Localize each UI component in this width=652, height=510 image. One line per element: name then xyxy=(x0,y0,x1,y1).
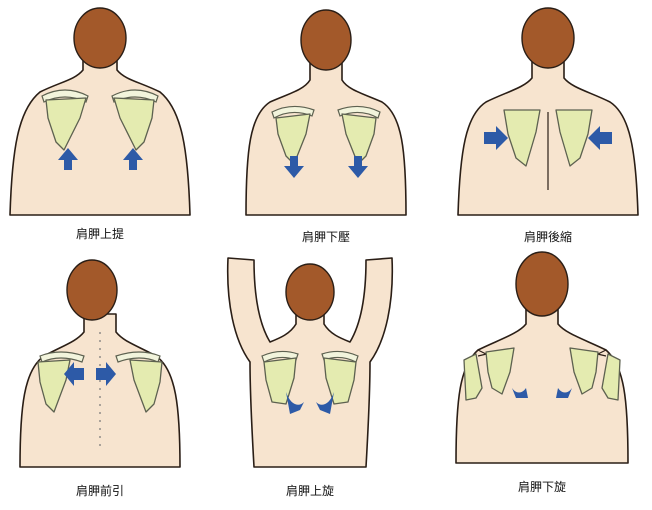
panel-scapular-downward-rotation: 肩胛下旋 xyxy=(442,248,642,503)
panel-scapular-depression: 肩胛下壓 xyxy=(226,0,426,255)
scapular-upward-rotation-illustration xyxy=(226,257,394,468)
caption: 肩胛下旋 xyxy=(517,480,566,494)
left-rotation-arrow xyxy=(512,388,528,398)
scapular-protraction-illustration xyxy=(19,259,181,468)
right-scapula xyxy=(569,347,599,395)
right-scapula xyxy=(113,97,155,151)
left-inward-arrow xyxy=(484,126,508,150)
torso xyxy=(9,55,191,216)
left-scapula xyxy=(263,357,297,405)
right-rotation-arrow xyxy=(316,392,334,414)
right-rotation-arrow xyxy=(556,388,572,398)
scapular-elevation-illustration xyxy=(9,7,191,216)
panel-scapular-protraction: 肩胛前引 xyxy=(0,252,200,507)
right-down-arrow xyxy=(348,156,368,178)
left-scapula xyxy=(45,97,87,151)
head xyxy=(285,263,335,321)
right-scapula xyxy=(323,357,357,405)
caption: 肩胛上提 xyxy=(75,227,124,241)
scapular-depression-illustration xyxy=(245,9,407,216)
right-inward-arrow xyxy=(588,126,612,150)
left-clavicle xyxy=(271,105,315,119)
left-outward-arrow xyxy=(64,362,84,386)
left-scapula xyxy=(485,347,515,395)
scapular-downward-rotation-illustration xyxy=(455,251,629,464)
left-up-arrow xyxy=(58,148,78,170)
right-clavicle xyxy=(337,105,381,119)
head xyxy=(515,251,569,317)
caption: 肩胛前引 xyxy=(75,484,124,498)
torso-arms-raised xyxy=(226,257,394,468)
right-clavicle xyxy=(111,89,159,103)
right-scapula xyxy=(555,109,593,167)
panel-scapular-retraction: 肩胛後縮 xyxy=(448,0,648,255)
right-upper-arm-bone xyxy=(601,353,621,401)
left-clavicle xyxy=(41,89,89,103)
right-outward-arrow xyxy=(96,362,116,386)
caption: 肩胛後縮 xyxy=(523,230,572,244)
left-clavicle xyxy=(39,351,85,363)
panel-scapular-elevation: 肩胛上提 xyxy=(0,0,200,255)
caption: 肩胛下壓 xyxy=(301,230,350,244)
right-up-arrow xyxy=(123,148,143,170)
left-scapula xyxy=(503,109,541,167)
head xyxy=(73,7,127,69)
torso xyxy=(245,59,407,216)
head xyxy=(521,7,575,69)
left-scapula xyxy=(37,359,71,413)
left-rotation-arrow xyxy=(286,392,304,414)
right-clavicle xyxy=(115,351,161,363)
scapular-retraction-illustration xyxy=(457,7,639,216)
left-upper-arm-bone xyxy=(463,353,483,401)
panel-scapular-upward-rotation: 肩胛上旋 xyxy=(210,252,410,507)
head xyxy=(66,259,118,321)
left-down-arrow xyxy=(284,156,304,178)
caption: 肩胛上旋 xyxy=(285,484,334,498)
right-scapula xyxy=(129,359,163,413)
head xyxy=(300,9,352,71)
